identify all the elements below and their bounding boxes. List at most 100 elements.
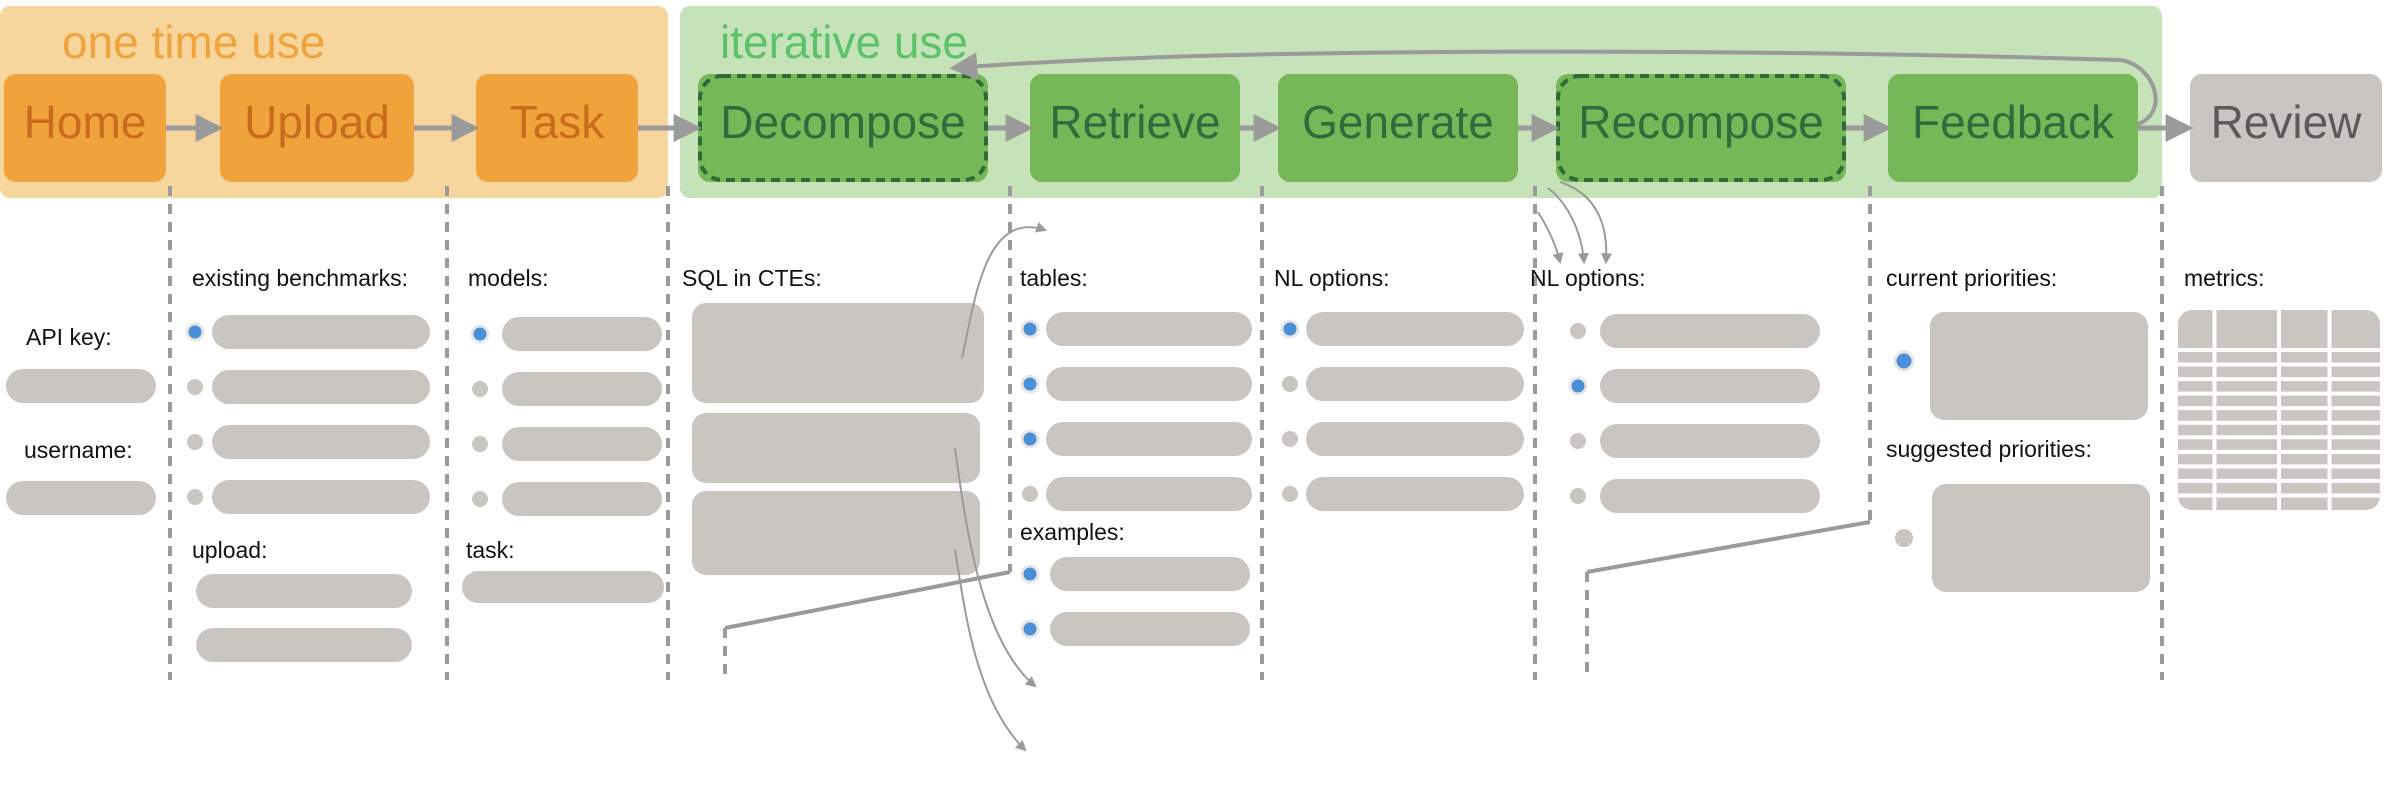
cte-block-3[interactable]	[692, 491, 980, 575]
benchmark-option-pill-2[interactable]	[212, 370, 430, 404]
table-option-pill-3[interactable]	[1046, 422, 1252, 456]
upload-field-1[interactable]	[196, 574, 412, 608]
step-retrieve-label: Retrieve	[1049, 96, 1220, 148]
generate-nl-option-radio-1[interactable]	[1280, 319, 1300, 339]
recompose-nl-option-radio-3[interactable]	[1570, 433, 1586, 449]
iterative-use-title: iterative use	[720, 16, 968, 68]
cte-link-arrows	[954, 222, 1048, 752]
step-review-box[interactable]	[2190, 74, 2382, 182]
step-upload-box[interactable]	[220, 74, 414, 182]
suggested-priorities-label: suggested priorities:	[1886, 436, 2092, 462]
column-separators	[168, 186, 2164, 680]
step-feedback-box[interactable]	[1888, 74, 2138, 182]
table-option-radio-3[interactable]	[1020, 429, 1040, 449]
metrics-label: metrics:	[2184, 265, 2265, 291]
tables-label: tables:	[1020, 265, 1088, 291]
one-time-use-title: one time use	[62, 16, 325, 68]
benchmark-option-radio-1[interactable]	[185, 322, 205, 342]
suggested-priorities-radio[interactable]	[1895, 529, 1913, 547]
current-priorities-label: current priorities:	[1886, 265, 2057, 291]
generate-nl-options-label: NL options:	[1274, 265, 1390, 291]
benchmark-option-radio-3[interactable]	[187, 434, 203, 450]
step-upload-label: Upload	[244, 96, 390, 148]
step-generate-label: Generate	[1302, 96, 1494, 148]
step-recompose-label: Recompose	[1578, 96, 1823, 148]
model-option-pill-4[interactable]	[502, 482, 662, 516]
generate-nl-option-pill-2[interactable]	[1306, 367, 1524, 401]
api-key-field[interactable]	[6, 369, 156, 403]
benchmark-option-pill-1[interactable]	[212, 315, 430, 349]
generate-nl-option-pill-1[interactable]	[1306, 312, 1524, 346]
step-retrieve-box[interactable]	[1030, 74, 1240, 182]
recompose-nl-option-pill-1[interactable]	[1600, 314, 1820, 348]
example-option-pill-1[interactable]	[1050, 557, 1250, 591]
benchmark-option-radio-4[interactable]	[187, 489, 203, 505]
table-option-pill-4[interactable]	[1046, 477, 1252, 511]
recompose-nl-option-radio-2[interactable]	[1568, 376, 1588, 396]
example-option-radio-1[interactable]	[1020, 564, 1040, 584]
recompose-nl-option-pill-3[interactable]	[1600, 424, 1820, 458]
model-option-pill-1[interactable]	[502, 317, 662, 351]
model-option-radio-1[interactable]	[470, 324, 490, 344]
generate-nl-option-radio-3[interactable]	[1282, 431, 1298, 447]
model-option-radio-2[interactable]	[472, 381, 488, 397]
existing-benchmarks-label: existing benchmarks:	[192, 265, 408, 291]
example-option-radio-2[interactable]	[1020, 619, 1040, 639]
table-option-pill-1[interactable]	[1046, 312, 1252, 346]
metrics-table	[2178, 310, 2380, 510]
examples-label: examples:	[1020, 519, 1125, 545]
step-feedback-label: Feedback	[1912, 96, 2115, 148]
model-option-pill-2[interactable]	[502, 372, 662, 406]
table-option-pill-2[interactable]	[1046, 367, 1252, 401]
model-options	[470, 317, 662, 516]
step-home-label: Home	[24, 96, 147, 148]
generate-nl-option-radio-4[interactable]	[1282, 486, 1298, 502]
upload-label: upload:	[192, 537, 267, 563]
recompose-nl-option-radio-4[interactable]	[1570, 488, 1586, 504]
generate-nl-option-radio-2[interactable]	[1282, 376, 1298, 392]
username-field[interactable]	[6, 481, 156, 515]
model-option-radio-3[interactable]	[472, 436, 488, 452]
step-task-box[interactable]	[476, 74, 638, 182]
sql-ctes-label: SQL in CTEs:	[682, 265, 822, 291]
table-option-radio-1[interactable]	[1020, 319, 1040, 339]
generate-nl-option-pill-3[interactable]	[1306, 422, 1524, 456]
example-option-pill-2[interactable]	[1050, 612, 1250, 646]
benchmark-option-pill-4[interactable]	[212, 480, 430, 514]
model-option-pill-3[interactable]	[502, 427, 662, 461]
flow-arrows	[166, 49, 2194, 142]
task-label: task:	[466, 537, 515, 563]
username-label: username:	[24, 437, 133, 463]
example-options	[1020, 557, 1250, 646]
upload-field-2[interactable]	[196, 628, 412, 662]
suggested-priorities-box[interactable]	[1932, 484, 2150, 592]
arrow-feedback-loop-back	[949, 49, 2158, 126]
recompose-nl-option-pill-4[interactable]	[1600, 479, 1820, 513]
recompose-nl-option-radio-1[interactable]	[1570, 323, 1586, 339]
step-task-label: Task	[510, 96, 606, 148]
table-option-radio-2[interactable]	[1020, 374, 1040, 394]
benchmark-option-pill-3[interactable]	[212, 425, 430, 459]
step-generate-box[interactable]	[1278, 74, 1518, 182]
cte-block-2[interactable]	[692, 413, 980, 483]
table-options	[1020, 312, 1252, 511]
recompose-nl-options-label: NL options:	[1530, 265, 1646, 291]
table-option-radio-4[interactable]	[1022, 486, 1038, 502]
step-recompose-box[interactable]	[1556, 74, 1846, 182]
current-priorities-radio[interactable]	[1893, 350, 1915, 372]
task-field[interactable]	[462, 571, 664, 603]
recompose-nl-option-pill-2[interactable]	[1600, 369, 1820, 403]
cte-block-1[interactable]	[692, 303, 984, 403]
model-option-radio-4[interactable]	[472, 491, 488, 507]
current-priorities-box[interactable]	[1930, 312, 2148, 420]
generate-nl-option-pill-4[interactable]	[1306, 477, 1524, 511]
benchmark-option-radio-2[interactable]	[187, 379, 203, 395]
step-home-box[interactable]	[4, 74, 166, 182]
column-connectors	[724, 520, 1871, 630]
step-decompose-box[interactable]	[698, 74, 988, 182]
step-decompose-label: Decompose	[720, 96, 965, 148]
benchmark-options	[185, 315, 430, 514]
generate-nl-options	[1280, 312, 1524, 511]
